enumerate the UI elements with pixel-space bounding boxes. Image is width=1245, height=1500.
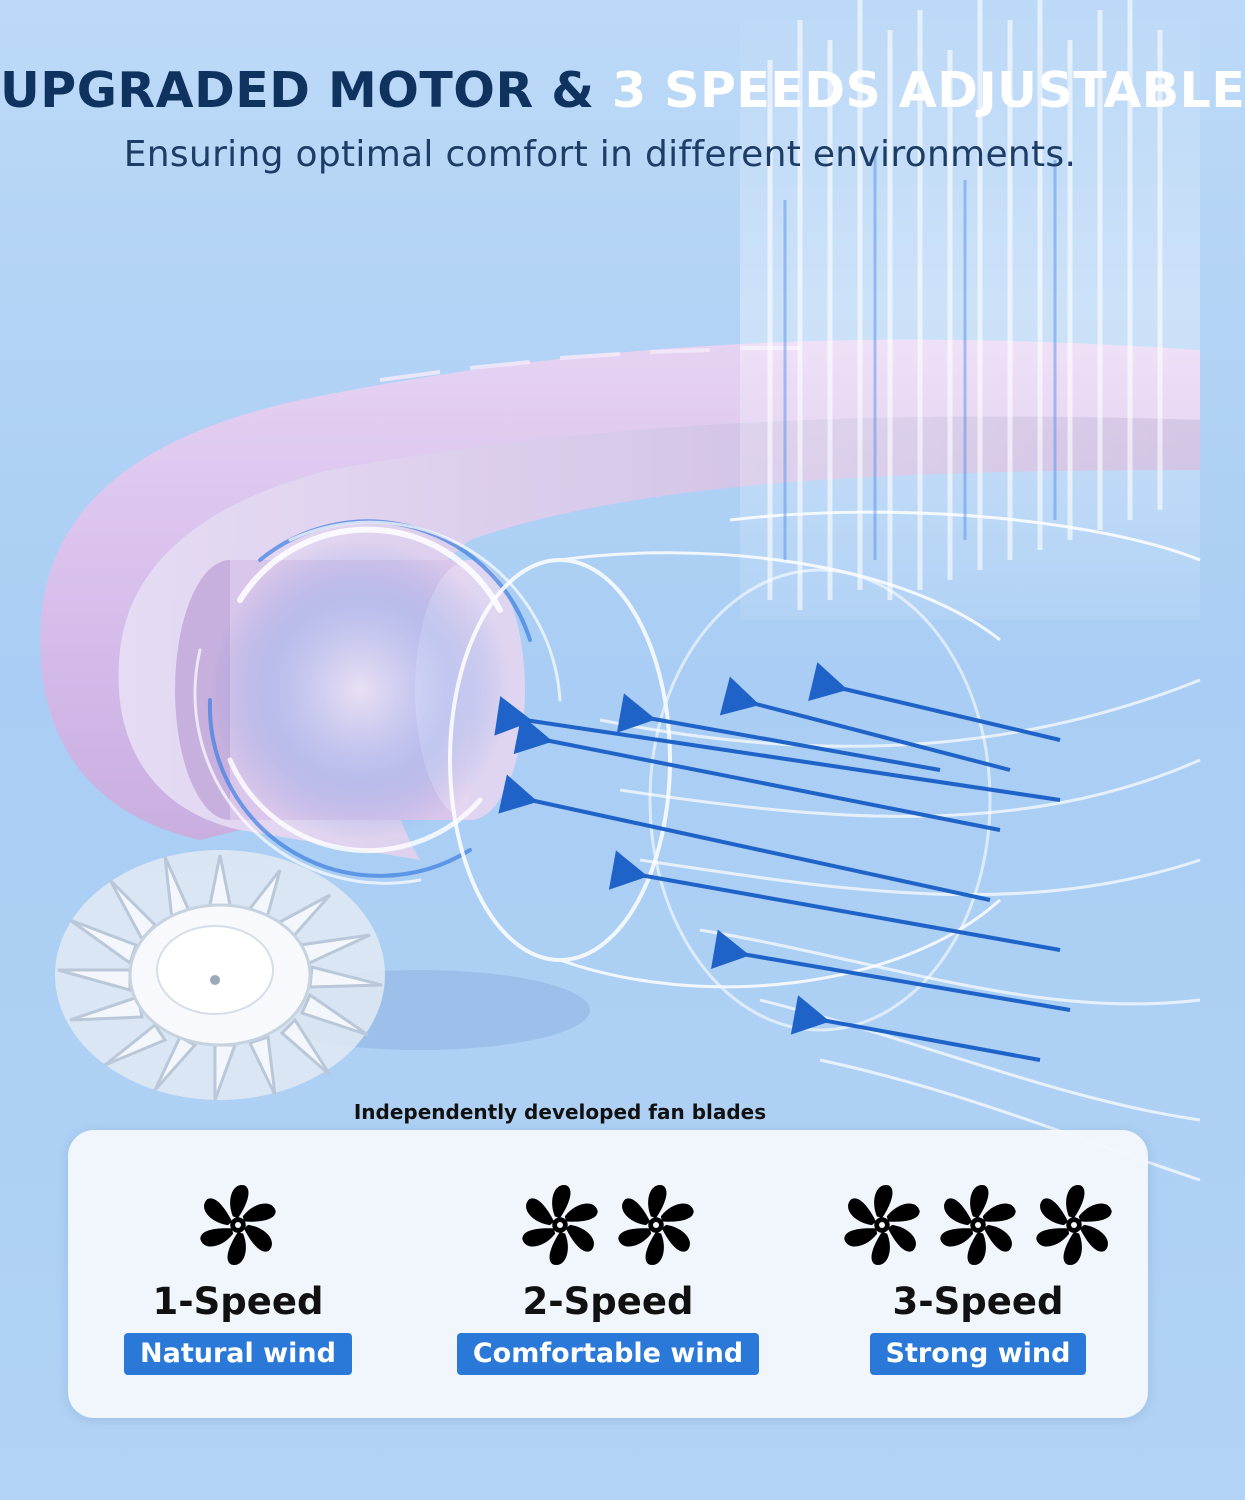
fan-icon: [844, 1184, 920, 1266]
fan-icons: [438, 1182, 778, 1274]
fan-icon: [940, 1184, 1016, 1266]
speed-description-badge: Natural wind: [124, 1333, 352, 1375]
speed-panel: 1-Speed Natural wind 2-Speed Comfortable…: [68, 1130, 1148, 1418]
neck-fan-illustration: [40, 0, 1200, 1101]
speed-option-1: 1-Speed Natural wind: [68, 1182, 408, 1375]
speed-option-3: 3-Speed Strong wind: [808, 1182, 1148, 1375]
fan-blades-caption: Independently developed fan blades: [353, 1100, 767, 1124]
fan-icon: [522, 1184, 598, 1266]
air-beams: [740, 0, 1200, 620]
headline-part-1: UPGRADED MOTOR &: [0, 62, 613, 119]
fan-icons: [808, 1182, 1148, 1274]
headline-part-2: 3 SPEEDS ADJUSTABLE: [612, 62, 1245, 119]
fan-icon: [618, 1184, 694, 1266]
speed-label: 1-Speed: [152, 1280, 324, 1323]
fan-icon: [200, 1184, 276, 1266]
intake-arrows: [494, 662, 1071, 1062]
speed-description-badge: Comfortable wind: [456, 1333, 760, 1375]
wind-swirl: [193, 519, 562, 885]
speed-label: 3-Speed: [892, 1280, 1064, 1323]
impeller: [55, 850, 385, 1101]
speed-option-2: 2-Speed Comfortable wind: [438, 1182, 778, 1375]
fan-icon: [1036, 1184, 1112, 1266]
speed-description-badge: Strong wind: [869, 1333, 1087, 1375]
subheadline: Ensuring optimal comfort in different en…: [123, 134, 1077, 175]
headline: UPGRADED MOTOR & 3 SPEEDS ADJUSTABLE: [0, 62, 1245, 119]
product-infographic: UPGRADED MOTOR & 3 SPEEDS ADJUSTABLE Ens…: [0, 0, 1245, 1418]
speed-label: 2-Speed: [522, 1280, 694, 1323]
fan-icons: [68, 1182, 408, 1274]
